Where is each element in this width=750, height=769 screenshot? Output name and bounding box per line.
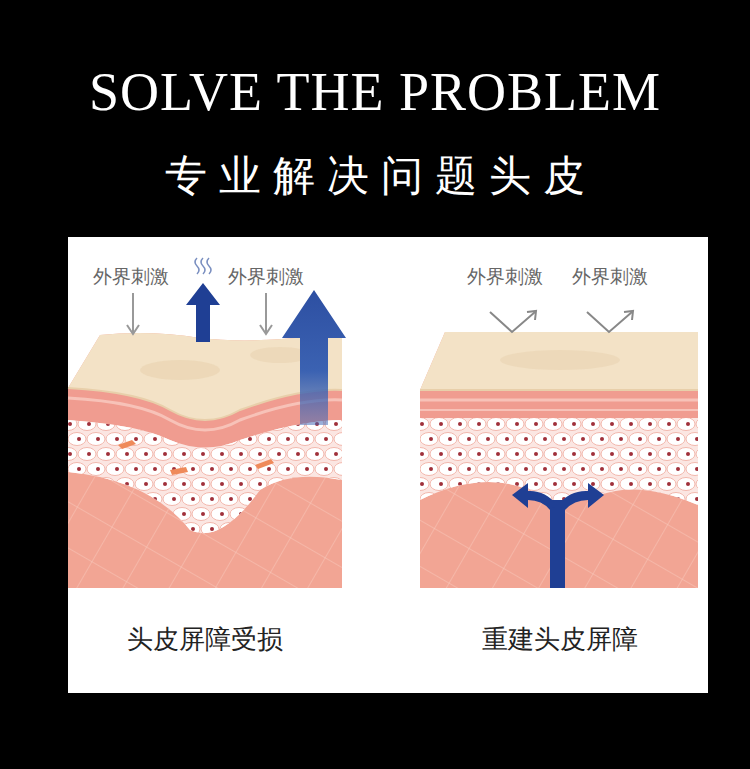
stimulus-label: 外界刺激 [572,264,648,288]
subtitle: 专业解决问题头皮 [153,150,597,202]
stimulus-label: 外界刺激 [93,264,169,288]
title: SOLVE THE PROBLEM [89,60,661,124]
panel-caption: 头皮屏障受损 [127,622,283,656]
stimulus-label: 外界刺激 [228,264,304,288]
panel-caption: 重建头皮屏障 [482,622,638,656]
stimulus-label: 外界刺激 [467,264,543,288]
